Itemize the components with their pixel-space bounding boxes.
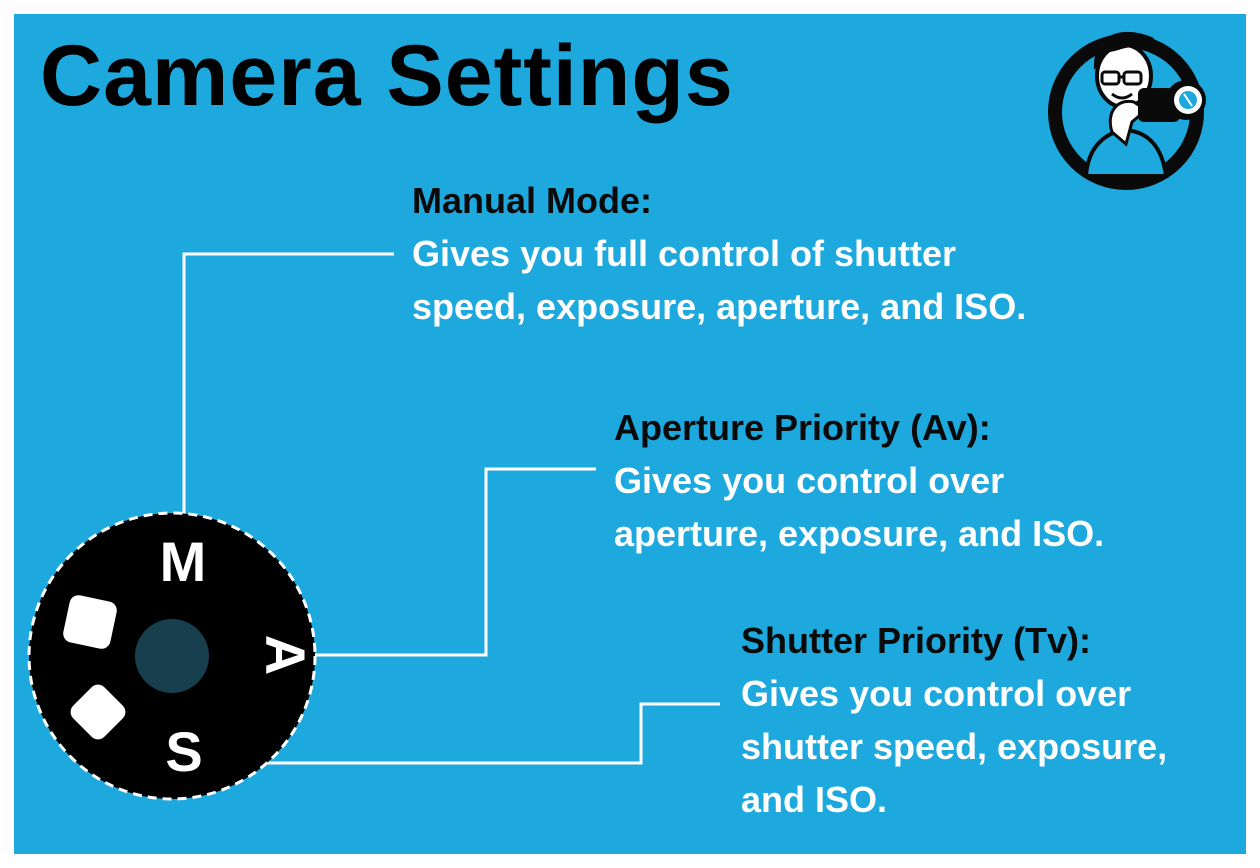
dial-marker-upper: [63, 595, 117, 649]
aperture-priority-heading: Aperture Priority (Av):: [614, 407, 991, 448]
shutter-priority-line-2: shutter speed, exposure,: [741, 726, 1168, 767]
aperture-priority-line-2: aperture, exposure, and ISO.: [614, 513, 1105, 554]
dial-letter-m: M: [160, 530, 207, 593]
connector-aperture: [306, 467, 596, 657]
connector-manual: [182, 252, 394, 519]
infographic-panel: Camera Settings M A S: [14, 14, 1246, 854]
aperture-priority-line-1: Gives you control over: [614, 460, 1005, 501]
dial-marker-lower: [70, 684, 126, 740]
shutter-priority-text: Shutter Priority (Tv): Gives you control…: [741, 614, 1167, 826]
dial-center: [135, 619, 209, 693]
manual-mode-line-1: Gives you full control of shutter: [412, 233, 957, 274]
diagram-art: M A S: [27, 31, 1206, 801]
camera-mode-dial-icon: M A S: [27, 511, 317, 801]
photographer-logo-icon: [1048, 31, 1206, 190]
shutter-priority-line-1: Gives you control over: [741, 673, 1132, 714]
shutter-priority-line-3: and ISO.: [741, 779, 888, 820]
manual-mode-heading: Manual Mode:: [412, 180, 652, 221]
manual-mode-line-2: speed, exposure, aperture, and ISO.: [412, 286, 1027, 327]
dial-letter-s: S: [165, 720, 202, 783]
connector-shutter: [228, 702, 720, 765]
dial-letter-a: A: [254, 635, 317, 675]
page-title: Camera Settings: [40, 28, 734, 124]
shutter-priority-heading: Shutter Priority (Tv):: [741, 620, 1092, 661]
aperture-priority-text: Aperture Priority (Av): Gives you contro…: [614, 401, 1104, 560]
manual-mode-text: Manual Mode: Gives you full control of s…: [412, 174, 1026, 333]
